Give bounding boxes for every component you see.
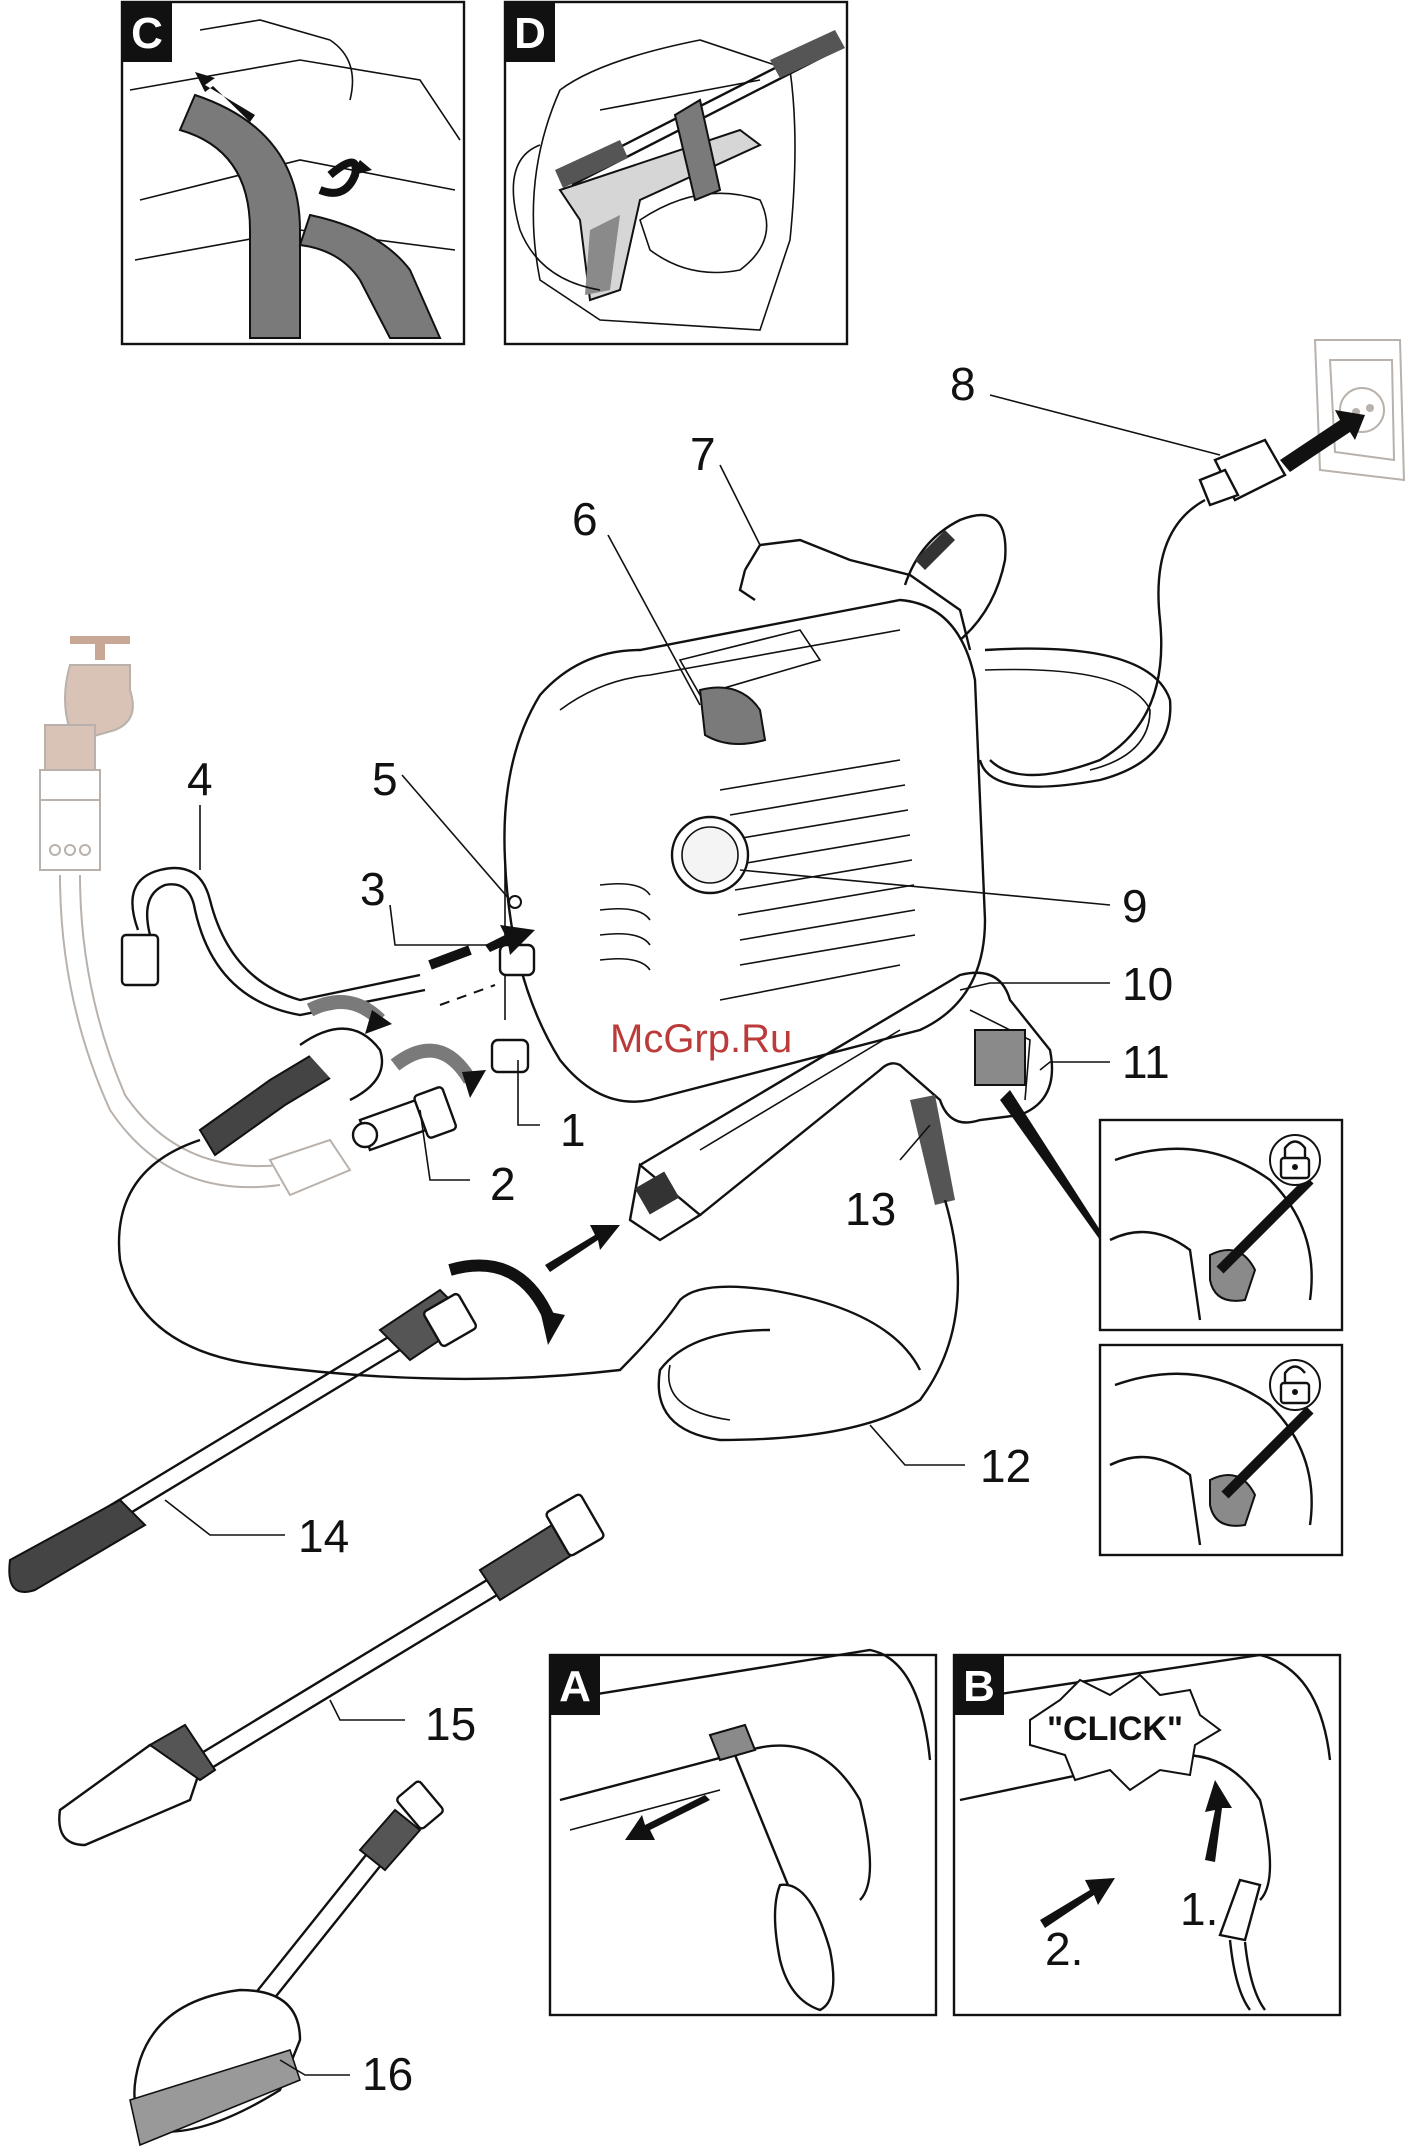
callout-2: 2 [490,1158,516,1210]
panel-a-label: A [559,1662,591,1711]
callout-10: 10 [1122,958,1173,1010]
high-pressure-hose [119,1140,920,1379]
alignment-line [440,985,495,1005]
water-tap-icon [40,640,133,870]
power-cord [990,500,1205,775]
panel-a: A [550,1650,936,2015]
callout-13: 13 [845,1183,896,1235]
lock-detail-unlocked [1100,1345,1342,1555]
lock-pointer [1000,1090,1100,1240]
panel-b: "CLICK" 1. 2. B [954,1655,1340,2015]
callout-16: 16 [362,2048,413,2100]
callout-14: 14 [298,1510,349,1562]
step-1-label: 1. [1180,1883,1218,1935]
gun-hose-coil [659,1200,958,1440]
connect-lance-arrow [545,1225,620,1272]
panel-d: D [505,2,847,344]
panel-c: C [122,2,464,344]
lock-detail-locked [1100,1120,1342,1330]
panel-b-label: B [963,1662,995,1711]
lock-closed-icon [1270,1135,1320,1185]
hose-coupling [270,1140,350,1195]
callout-3: 3 [360,863,386,915]
wall-socket-icon [1315,340,1404,480]
coupling-2 [353,1086,457,1150]
plug-arrow [1280,410,1365,472]
step-2-label: 2. [1045,1923,1083,1975]
callout-11: 11 [1122,1036,1170,1088]
lock-open-icon [1270,1360,1320,1410]
callout-7: 7 [690,428,716,480]
click-label: "CLICK" [1047,1710,1183,1748]
hose-4-filter [122,935,158,985]
callout-9: 9 [1122,880,1148,932]
callout-5: 5 [372,753,398,805]
rotate-arrow-2 [395,1051,470,1080]
callout-12: 12 [980,1440,1031,1492]
hose-connector [200,1050,335,1155]
watermark: McGrp.Ru [610,1017,792,1061]
spray-lance-14 [9,1290,477,1592]
insert-arrow-dash [430,950,470,965]
callout-15: 15 [425,1698,476,1750]
pressure-washer-unit [492,515,1170,1102]
mains-plug [1200,440,1285,505]
spray-gun [630,973,1052,1240]
callout-8: 8 [950,358,976,410]
panel-d-label: D [514,9,546,58]
callout-4: 4 [187,753,213,805]
rotate-arrow-1 [310,1002,380,1020]
panel-c-label: C [131,9,163,58]
callout-6: 6 [572,493,598,545]
callout-1: 1 [560,1104,586,1156]
